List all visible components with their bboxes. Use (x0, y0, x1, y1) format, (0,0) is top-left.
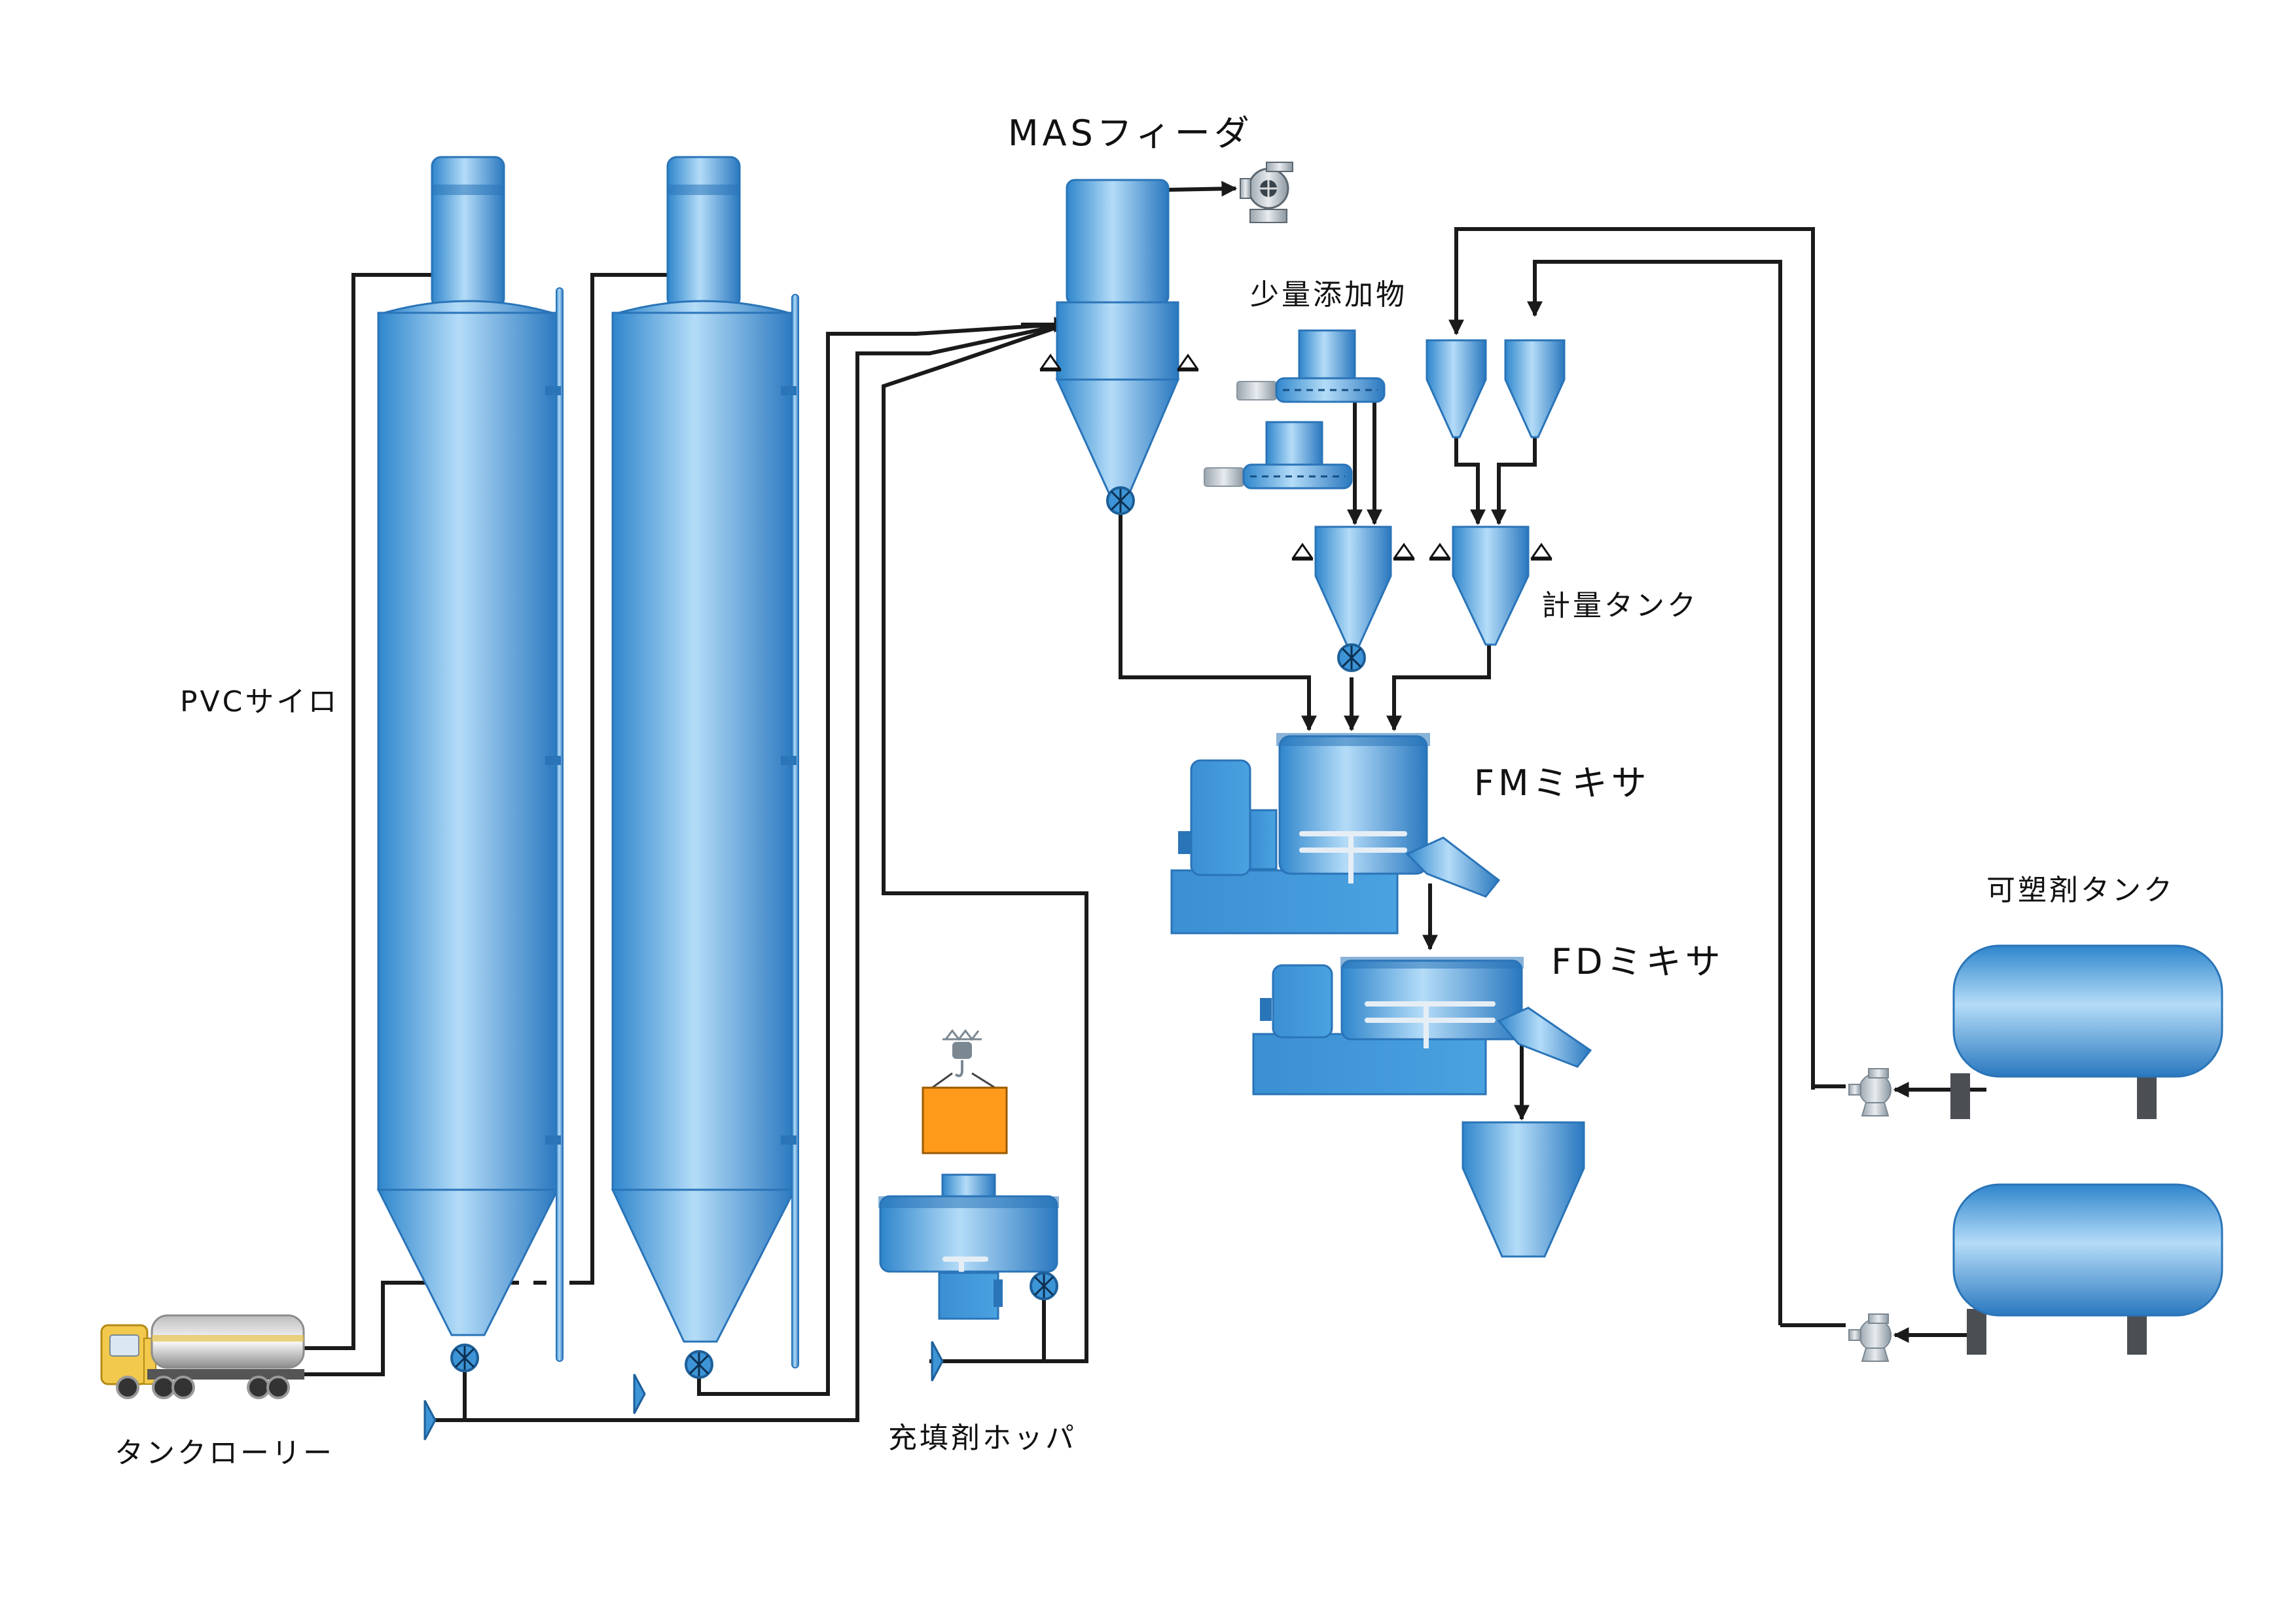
label-minor-additive: 少量添加物 (1250, 278, 1407, 312)
plasticizer-tank-2 (1952, 1183, 2223, 1355)
label-plasticizer-tank: 可塑剤タンク (1986, 874, 2175, 907)
filler-bag (922, 1072, 1008, 1154)
metering-tank-right (1452, 526, 1530, 646)
load-cell-icon (1392, 543, 1416, 561)
pvc-silo-1 (376, 156, 564, 1362)
load-cell-icon (1530, 543, 1553, 561)
label-mas-feeder: MASフィーダ (1008, 113, 1253, 154)
small-hopper-1 (1426, 339, 1487, 438)
label-pvc-silo: PVCサイロ (180, 685, 339, 719)
rotary-valve-icon (450, 1344, 479, 1372)
filler-hopper (878, 1173, 1059, 1320)
blower-icon (1240, 162, 1293, 223)
plasticizer-tank-1 (1950, 944, 2223, 1119)
hoist-hook-icon (942, 1029, 982, 1077)
load-cell-icon (1176, 354, 1200, 372)
label-fm-mixer: FMミキサ (1474, 762, 1651, 804)
load-cell-icon (1291, 543, 1314, 561)
rotary-valve-icon (685, 1350, 713, 1379)
pump-icon (1848, 1068, 1892, 1116)
mas-feeder (1055, 179, 1180, 495)
rotary-valve-icon (1030, 1272, 1058, 1300)
diverter-valve-icon (633, 1373, 646, 1415)
label-tank-lorry: タンクローリー (115, 1436, 334, 1470)
truck-icon (100, 1314, 305, 1399)
diverter-valve-icon (931, 1340, 944, 1382)
pvc-silo-2 (611, 156, 799, 1368)
fm-mixer (1170, 733, 1501, 935)
diverter-valve-icon (423, 1399, 437, 1441)
metering-tank-left (1314, 526, 1392, 649)
label-filler-hopper: 充填剤ホッパ (888, 1421, 1077, 1455)
label-metering-tank: 計量タンク (1541, 589, 1698, 622)
fd-mixer (1252, 957, 1592, 1096)
rotary-valve-icon (1337, 643, 1366, 672)
label-fd-mixer: FDミキサ (1551, 941, 1725, 982)
piping (304, 181, 1986, 1422)
rotary-valve-icon (1106, 486, 1135, 515)
product-hopper (1462, 1121, 1585, 1258)
minor-additive-feeder-1 (1236, 329, 1386, 403)
load-cell-icon (1428, 543, 1452, 561)
minor-additive-feeder-2 (1204, 421, 1353, 490)
pump-icon (1848, 1313, 1892, 1362)
small-hopper-2 (1504, 339, 1566, 438)
